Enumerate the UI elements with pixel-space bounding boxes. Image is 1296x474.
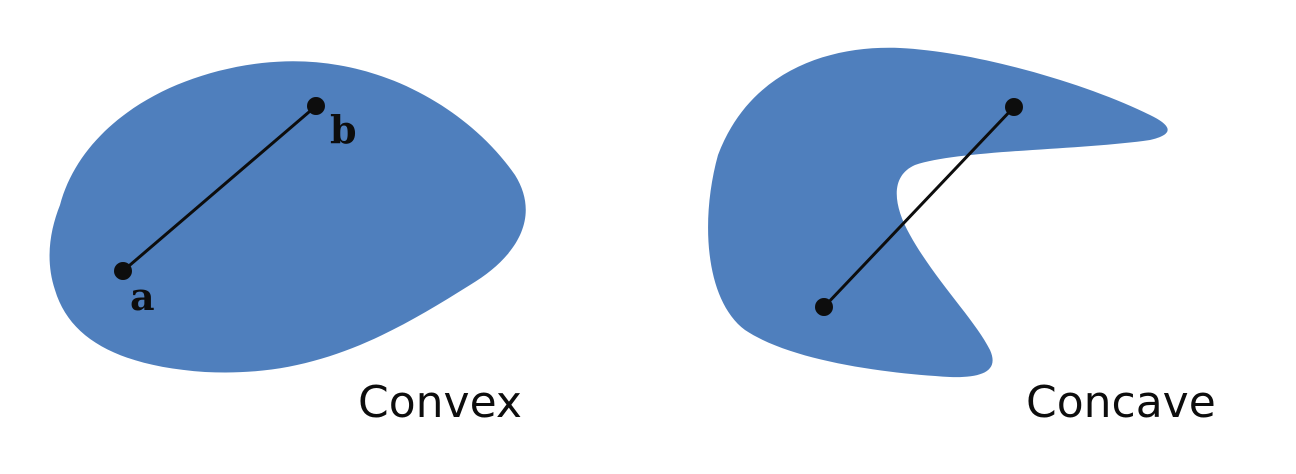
concave-point-end — [1005, 98, 1023, 116]
convex-segment-ab — [122, 104, 317, 273]
convex-shape — [49, 61, 526, 373]
point-b — [307, 97, 325, 115]
concave-caption: Concave — [1026, 377, 1216, 428]
convex-caption: Convex — [358, 377, 522, 428]
point-a-label: a — [130, 274, 155, 319]
concave-figure: Concave — [708, 47, 1216, 428]
concave-segment — [822, 105, 1016, 309]
concave-shape — [708, 47, 1168, 378]
convex-figure: a b Convex — [49, 61, 526, 428]
point-a — [114, 262, 132, 280]
concave-point-start — [815, 298, 833, 316]
point-b-label: b — [330, 107, 357, 152]
